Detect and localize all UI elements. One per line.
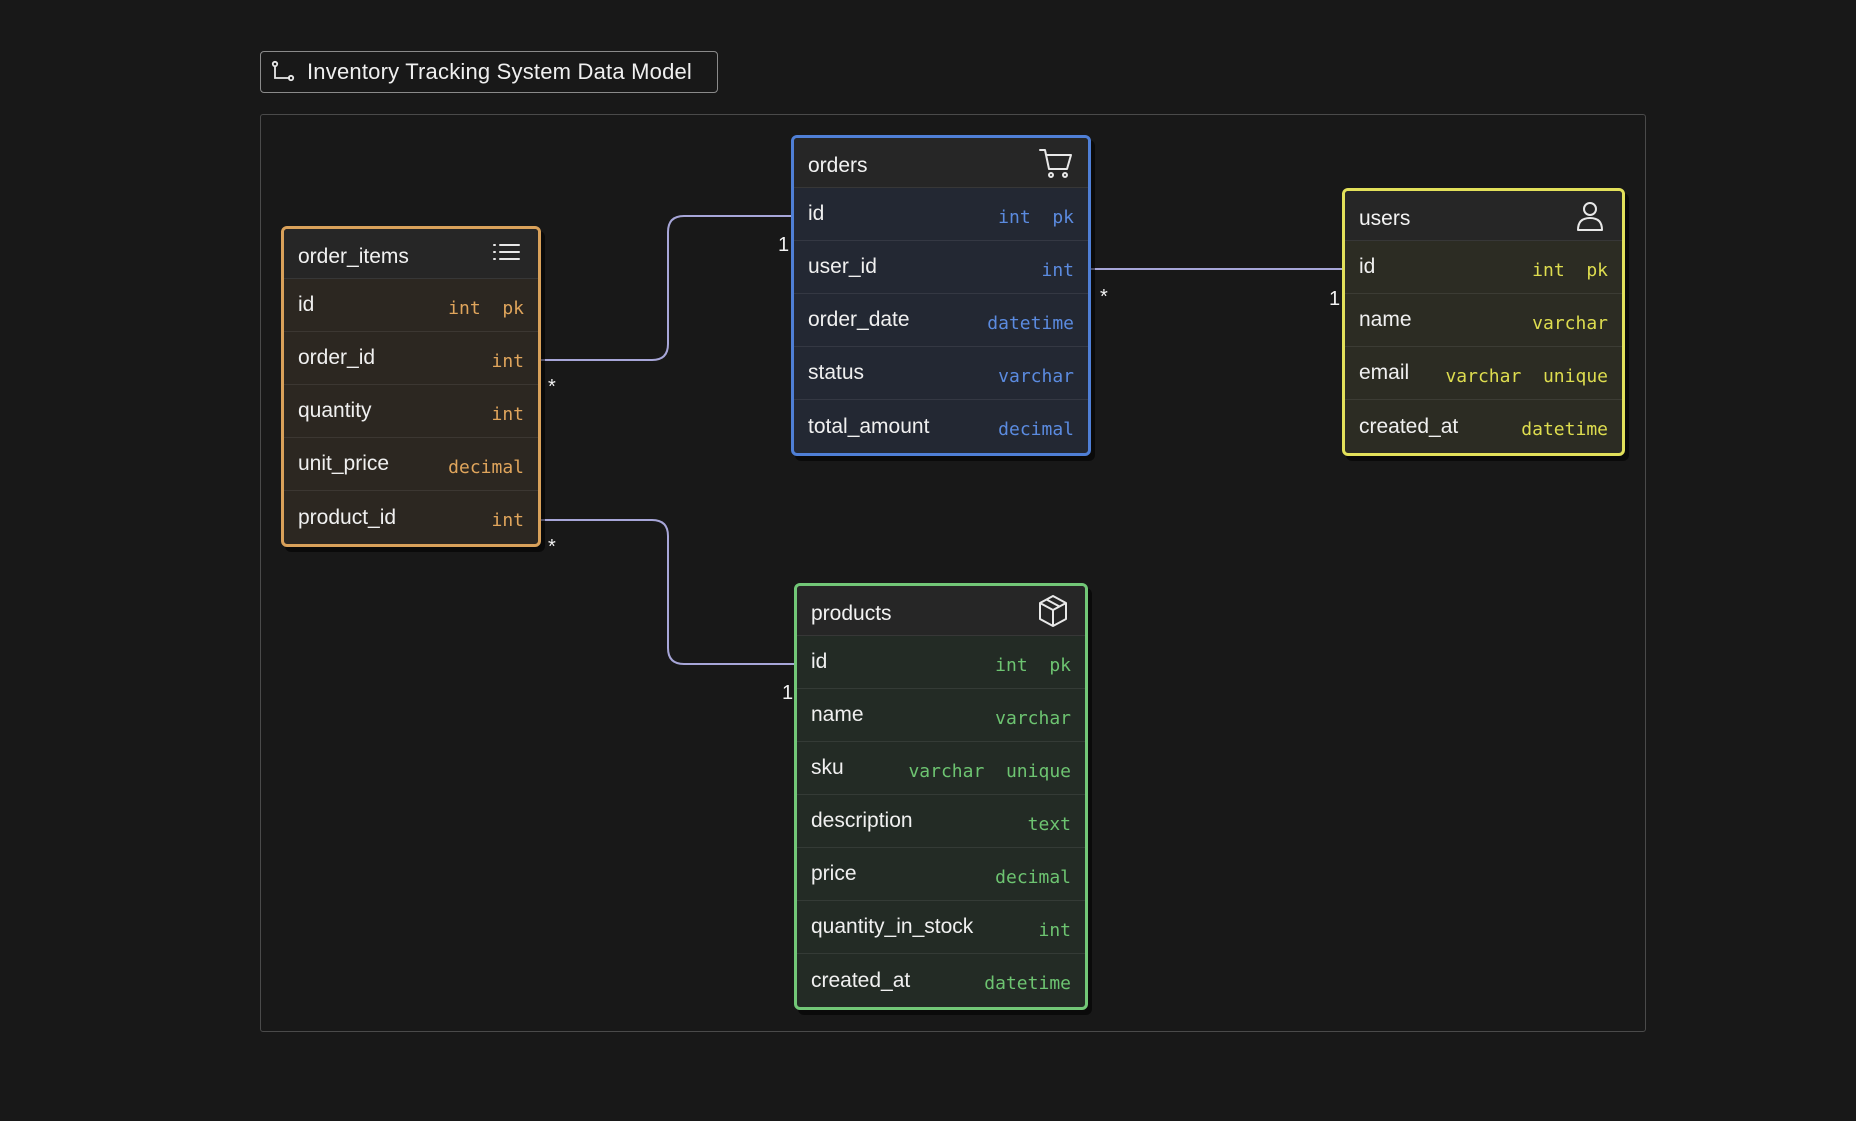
field-type: datetime bbox=[1521, 419, 1608, 440]
field-row[interactable]: order_id int bbox=[284, 332, 538, 385]
field-type: int bbox=[491, 350, 524, 372]
field-type: int pk bbox=[448, 297, 524, 319]
field-name: description bbox=[811, 809, 913, 832]
cardinality-many: * bbox=[1100, 286, 1108, 308]
table-header[interactable]: order_items bbox=[284, 229, 538, 279]
field-row[interactable]: status varchar bbox=[794, 347, 1088, 400]
cardinality-many: * bbox=[548, 536, 556, 558]
field-row[interactable]: quantity int bbox=[284, 385, 538, 438]
table-name: order_items bbox=[298, 244, 409, 268]
field-row[interactable]: id int pk bbox=[284, 279, 538, 332]
field-type: int bbox=[491, 403, 524, 425]
field-name: quantity_in_stock bbox=[811, 915, 974, 938]
field-name: order_id bbox=[298, 346, 376, 369]
field-name: quantity bbox=[298, 399, 372, 422]
field-type: int bbox=[491, 510, 524, 531]
field-name: price bbox=[811, 862, 857, 885]
diagram-frame bbox=[260, 114, 1646, 1032]
field-name: name bbox=[811, 703, 864, 726]
field-type: decimal bbox=[998, 419, 1074, 440]
field-type: varchar unique bbox=[908, 760, 1071, 782]
field-type: varchar unique bbox=[1445, 365, 1608, 387]
field-row[interactable]: user_id int bbox=[794, 241, 1088, 294]
field-name: id bbox=[808, 202, 825, 225]
table-name: orders bbox=[808, 153, 868, 177]
user-icon bbox=[1572, 198, 1608, 234]
field-row[interactable]: total_amount decimal bbox=[794, 400, 1088, 453]
field-name: product_id bbox=[298, 505, 397, 529]
field-type: varchar bbox=[995, 707, 1071, 729]
field-type: int bbox=[1038, 919, 1071, 941]
field-name: status bbox=[808, 361, 865, 384]
field-type: decimal bbox=[995, 866, 1071, 888]
field-name: total_amount bbox=[808, 414, 930, 438]
field-type: int bbox=[1041, 259, 1074, 281]
field-row[interactable]: order_date datetime bbox=[794, 294, 1088, 347]
field-row[interactable]: quantity_in_stock int bbox=[797, 901, 1085, 954]
field-row[interactable]: id int pk bbox=[1345, 241, 1622, 294]
field-name: sku bbox=[811, 756, 844, 779]
box-icon bbox=[1035, 593, 1071, 629]
diagram-title: Inventory Tracking System Data Model bbox=[307, 59, 693, 84]
field-name: user_id bbox=[808, 255, 877, 278]
connector-icon bbox=[271, 60, 295, 84]
cardinality-one: 1 bbox=[782, 682, 794, 704]
field-name: email bbox=[1359, 361, 1410, 384]
field-row[interactable]: name varchar bbox=[797, 689, 1085, 742]
field-type: datetime bbox=[987, 312, 1074, 334]
field-row[interactable]: unit_price decimal bbox=[284, 438, 538, 491]
field-name: id bbox=[298, 293, 315, 316]
field-type: int pk bbox=[1532, 259, 1608, 281]
field-row[interactable]: created_at datetime bbox=[1345, 400, 1622, 453]
field-name: created_at bbox=[1359, 414, 1459, 438]
cardinality-one: 1 bbox=[1329, 288, 1341, 310]
table-header[interactable]: users bbox=[1345, 191, 1622, 241]
field-type: varchar bbox=[998, 365, 1074, 387]
field-type: int pk bbox=[995, 654, 1071, 676]
table-products[interactable]: products id int pk name varchar sku varchar… bbox=[794, 583, 1088, 1010]
field-row[interactable]: email varchar unique bbox=[1345, 347, 1622, 400]
field-row[interactable]: id int pk bbox=[797, 636, 1085, 689]
field-type: varchar bbox=[1532, 312, 1608, 334]
field-name: order_date bbox=[808, 308, 910, 331]
table-users[interactable]: users id int pk name varchar email varchar … bbox=[1342, 188, 1625, 456]
field-row[interactable]: description text bbox=[797, 795, 1085, 848]
field-name: unit_price bbox=[298, 452, 390, 475]
cart-icon bbox=[1038, 145, 1074, 181]
table-header[interactable]: products bbox=[797, 586, 1085, 636]
table-orders[interactable]: orders id int pk user_id int order_date dat… bbox=[791, 135, 1091, 456]
field-type: datetime bbox=[984, 973, 1071, 994]
field-type: int pk bbox=[998, 206, 1074, 228]
field-row[interactable]: name varchar bbox=[1345, 294, 1622, 347]
field-row[interactable]: created_at datetime bbox=[797, 954, 1085, 1007]
field-row[interactable]: price decimal bbox=[797, 848, 1085, 901]
field-row[interactable]: product_id int bbox=[284, 491, 538, 544]
diagram-title-bar[interactable]: Inventory Tracking System Data Model bbox=[260, 51, 718, 93]
table-header[interactable]: orders bbox=[794, 138, 1088, 188]
list-icon bbox=[488, 236, 524, 272]
cardinality-many: * bbox=[548, 376, 556, 398]
field-row[interactable]: sku varchar unique bbox=[797, 742, 1085, 795]
field-name: id bbox=[811, 650, 828, 673]
field-name: created_at bbox=[811, 968, 911, 992]
field-name: name bbox=[1359, 308, 1412, 331]
field-name: id bbox=[1359, 255, 1376, 278]
field-row[interactable]: id int pk bbox=[794, 188, 1088, 241]
table-name: users bbox=[1359, 206, 1411, 230]
cardinality-one: 1 bbox=[778, 234, 790, 256]
field-type: decimal bbox=[448, 456, 524, 478]
field-type: text bbox=[1027, 813, 1071, 835]
table-name: products bbox=[811, 601, 892, 625]
